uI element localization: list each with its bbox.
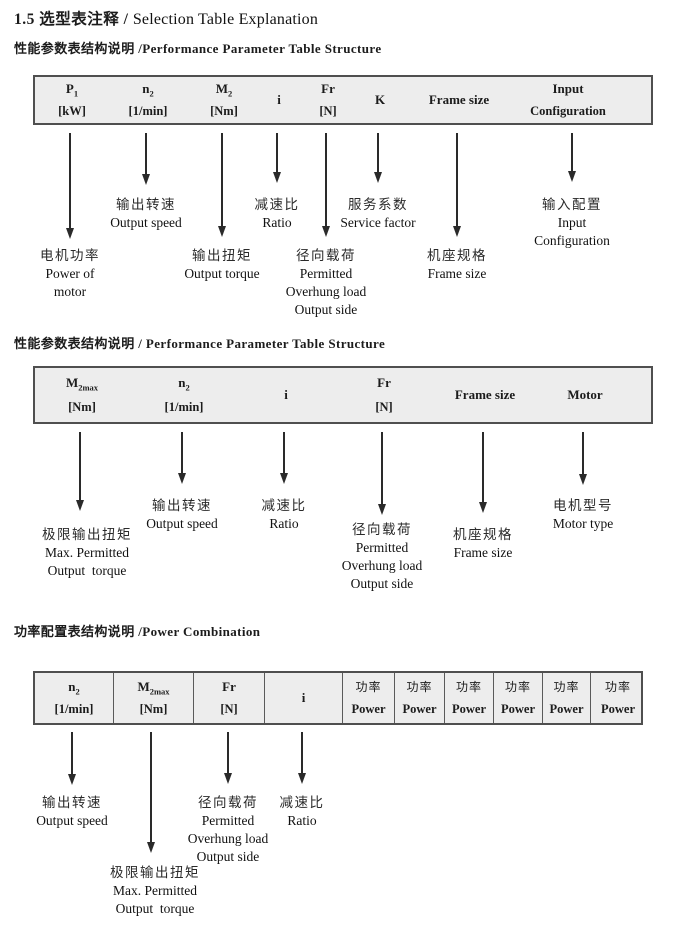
table-column-n2: n2[1/min] — [164, 375, 204, 415]
table-column-m2: M2[Nm] — [210, 81, 238, 119]
down-arrow-icon — [142, 133, 150, 185]
page-title: 1.5 选型表注释 / Selection Table Explanation — [14, 7, 318, 29]
section-heading: 功率配置表结构说明 /Power Combination — [14, 624, 261, 639]
table-column-i: i — [265, 673, 343, 723]
table-column-k: K — [374, 92, 386, 107]
parameter-table-header: P1[kW] n2[1/min] M2[Nm] i Fr[N] K Frame … — [33, 75, 653, 125]
down-arrow-icon — [147, 732, 155, 853]
table-column-n2: n2[1/min] — [35, 673, 114, 723]
table-column-n2: n2[1/min] — [128, 81, 168, 119]
down-arrow-icon — [218, 133, 226, 237]
table-column-fr: Fr[N] — [194, 673, 265, 723]
table-column-i: i — [277, 92, 281, 107]
section-heading: 性能参数表结构说明 /Performance Parameter Table S… — [14, 41, 382, 56]
parameter-table-header: M2max[Nm] n2[1/min] i Fr[N] Frame size M… — [33, 366, 653, 424]
down-arrow-icon — [76, 432, 84, 511]
down-arrow-icon — [68, 732, 76, 785]
section-heading: 性能参数表结构说明 / Performance Parameter Table … — [14, 336, 386, 351]
down-arrow-icon — [66, 133, 74, 239]
down-arrow-icon — [579, 432, 587, 485]
table-column-motor: Motor — [567, 387, 603, 402]
table-column-i: i — [284, 387, 288, 402]
down-arrow-icon — [568, 133, 576, 182]
down-arrow-icon — [479, 432, 487, 513]
down-arrow-icon — [453, 133, 461, 237]
table-column-m2max: M2max[Nm] — [65, 375, 99, 415]
down-arrow-icon — [280, 432, 288, 484]
down-arrow-icon — [322, 133, 330, 237]
table-column-p1: P1[kW] — [58, 81, 86, 119]
table-column-m2max: M2max[Nm] — [114, 673, 194, 723]
down-arrow-icon — [374, 133, 382, 183]
page-title-en: Selection Table Explanation — [132, 11, 319, 28]
down-arrow-icon — [273, 133, 281, 183]
table-column-fr: Fr[N] — [375, 375, 393, 415]
page-title-zh: 1.5 选型表注释 / — [14, 11, 133, 28]
table-column-frame-size: Frame size — [428, 92, 490, 107]
table-column-frame-size: Frame size — [454, 387, 516, 402]
down-arrow-icon — [178, 432, 186, 484]
down-arrow-icon — [378, 432, 386, 515]
down-arrow-icon — [298, 732, 306, 784]
table-column-fr: Fr[N] — [319, 81, 337, 119]
down-arrow-icon — [224, 732, 232, 784]
